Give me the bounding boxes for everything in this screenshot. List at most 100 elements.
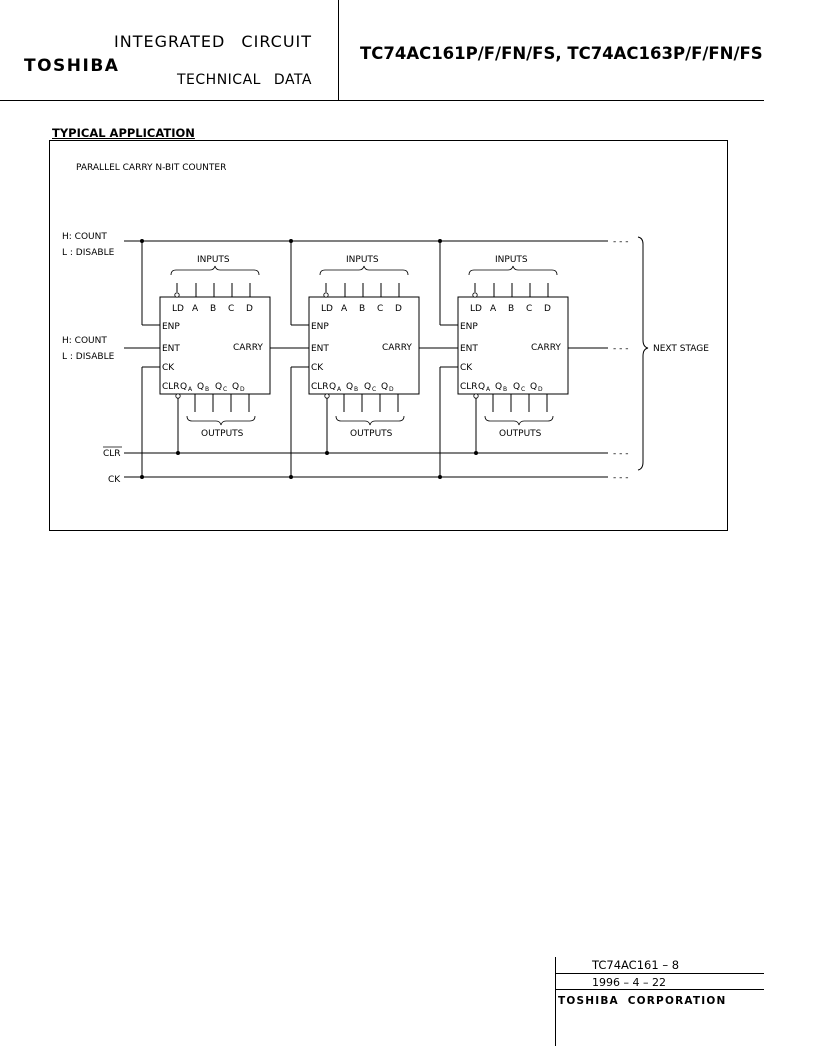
- pin-c-label: C: [377, 304, 383, 314]
- pin-d-label: D: [395, 304, 402, 314]
- pin-ent-label: ENT: [162, 344, 180, 354]
- header-technical-data: TECHNICAL DATA: [177, 72, 312, 88]
- carry-continuation: - - -: [613, 344, 628, 354]
- pin-d-label: D: [544, 304, 551, 314]
- pin-clr-label: CLR: [162, 382, 180, 392]
- footer-divider-1: [555, 973, 764, 974]
- bus-lines: [124, 240, 608, 478]
- pin-qb-subscript: B: [205, 386, 209, 393]
- pin-qb-label: Q: [495, 382, 502, 392]
- counter-chip: [159, 296, 271, 395]
- pin-qb-subscript: B: [354, 386, 358, 393]
- outputs-label: OUTPUTS: [499, 429, 542, 439]
- ld-inversion-bubble: [174, 292, 180, 298]
- header-integrated-circuit: INTEGRATED CIRCUIT: [114, 32, 313, 51]
- pin-qa-subscript: A: [337, 386, 342, 393]
- pin-c-label: C: [526, 304, 532, 314]
- pin-qc-subscript: C: [521, 386, 525, 393]
- pin-a-label: A: [490, 304, 497, 314]
- ent-control-label-high: H: COUNT: [62, 336, 107, 346]
- footer-divider-vertical: [555, 957, 556, 1046]
- pin-carry-label: CARRY: [233, 343, 263, 353]
- pin-b-label: B: [210, 304, 216, 314]
- section-title: TYPICAL APPLICATION: [52, 126, 195, 140]
- pin-ld-label: LD: [321, 304, 333, 314]
- pin-qc-subscript: C: [372, 386, 376, 393]
- pin-b-label: B: [508, 304, 514, 314]
- pin-carry-label: CARRY: [531, 343, 561, 353]
- pin-c-label: C: [228, 304, 234, 314]
- diagram-title: PARALLEL CARRY N-BIT COUNTER: [76, 163, 226, 173]
- diagram-frame: [49, 140, 728, 531]
- next-stage-label: NEXT STAGE: [653, 344, 709, 354]
- inputs-label: INPUTS: [197, 255, 230, 265]
- pin-d-label: D: [246, 304, 253, 314]
- pin-a-label: A: [341, 304, 348, 314]
- inputs-brace: [319, 265, 409, 276]
- clr-junction: [176, 451, 180, 455]
- pin-a-label: A: [192, 304, 199, 314]
- pin-qd-subscript: D: [389, 386, 394, 393]
- inputs-label: INPUTS: [495, 255, 528, 265]
- ld-inversion-bubble: [472, 292, 478, 298]
- clr-inversion-bubble: [473, 393, 479, 399]
- clr-inversion-bubble: [324, 393, 330, 399]
- pin-enp-label: ENP: [460, 322, 478, 332]
- pin-qa-label: Q: [180, 382, 187, 392]
- outputs-label: OUTPUTS: [350, 429, 393, 439]
- ck-continuation: - - -: [613, 473, 628, 483]
- counter-chip: [308, 296, 420, 395]
- header-divider-horizontal: [0, 100, 764, 101]
- footer-divider-2: [555, 989, 764, 990]
- pin-qa-label: Q: [478, 382, 485, 392]
- pin-enp-label: ENP: [162, 322, 180, 332]
- inputs-brace: [468, 265, 558, 276]
- footer-corporation: TOSHIBA CORPORATION: [558, 995, 727, 1007]
- outputs-brace: [484, 415, 554, 426]
- pin-b-label: B: [359, 304, 365, 314]
- header-brand-logo: TOSHIBA: [24, 56, 120, 76]
- pin-qd-label: Q: [232, 382, 239, 392]
- header-part-title: TC74AC161P/F/FN/FS, TC74AC163P/F/FN/FS: [360, 44, 763, 63]
- pin-qb-label: Q: [346, 382, 353, 392]
- pin-qa-subscript: A: [486, 386, 491, 393]
- enp-control-label-high: H: COUNT: [62, 232, 107, 242]
- outputs-brace: [335, 415, 405, 426]
- enp-continuation: - - -: [613, 237, 628, 247]
- footer-doc-number: TC74AC161 – 8: [592, 958, 680, 972]
- pin-ck-label: CK: [162, 363, 175, 373]
- pin-qc-subscript: C: [223, 386, 227, 393]
- pin-qd-subscript: D: [240, 386, 245, 393]
- pin-qc-label: Q: [364, 382, 371, 392]
- pin-enp-label: ENP: [311, 322, 329, 332]
- ent-control-label-low: L : DISABLE: [62, 352, 115, 362]
- footer-date: 1996 – 4 – 22: [592, 976, 666, 989]
- pin-qb-label: Q: [197, 382, 204, 392]
- pin-ck-label: CK: [311, 363, 324, 373]
- counter-chip: [457, 296, 569, 395]
- pin-qa-label: Q: [329, 382, 336, 392]
- pin-ent-label: ENT: [460, 344, 478, 354]
- header-divider-vertical: [338, 0, 339, 101]
- inputs-brace: [170, 265, 260, 276]
- pin-qc-label: Q: [215, 382, 222, 392]
- pin-carry-label: CARRY: [382, 343, 412, 353]
- outputs-label: OUTPUTS: [201, 429, 244, 439]
- pin-clr-label: CLR: [460, 382, 478, 392]
- clr-inversion-bubble: [175, 393, 181, 399]
- pin-qa-subscript: A: [188, 386, 193, 393]
- pin-ld-label: LD: [172, 304, 184, 314]
- pin-qd-label: Q: [381, 382, 388, 392]
- inputs-label: INPUTS: [346, 255, 379, 265]
- pin-qc-label: Q: [513, 382, 520, 392]
- clr-signal-label: CLR: [103, 449, 121, 459]
- ld-inversion-bubble: [323, 292, 329, 298]
- clr-junction: [474, 451, 478, 455]
- pin-ck-label: CK: [460, 363, 473, 373]
- pin-qd-label: Q: [530, 382, 537, 392]
- enp-control-label-low: L : DISABLE: [62, 248, 115, 258]
